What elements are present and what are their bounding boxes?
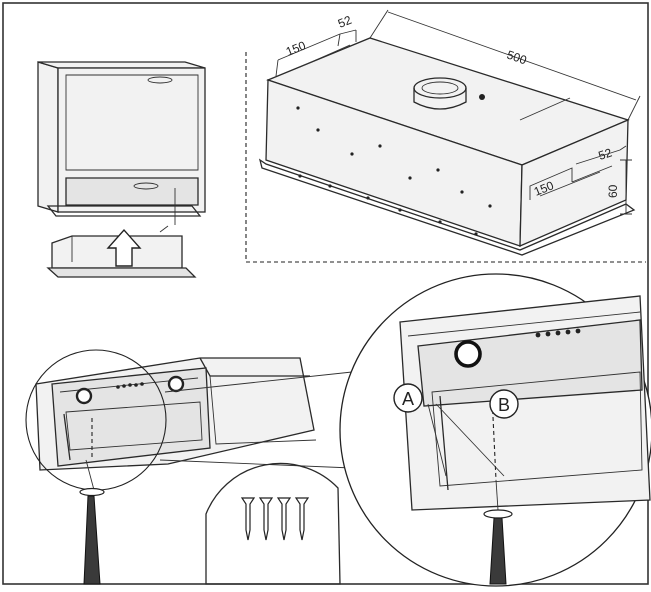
panel-dimensions: 500 150 52 52 150 60 <box>258 9 641 256</box>
dim-offset-right-label: 52 <box>597 145 614 163</box>
panel-cabinet-insertion <box>37 61 206 278</box>
detail-large-content <box>399 295 651 511</box>
dim-offset-left-label: 52 <box>336 13 354 31</box>
screwdriver-icon-right <box>483 479 513 585</box>
panel-underside-mounting: A B <box>25 273 651 587</box>
svg-text:A: A <box>402 389 414 409</box>
screws-detail <box>205 462 341 585</box>
callout-b: B <box>489 389 519 419</box>
screwdriver-icon-left <box>79 459 105 585</box>
dim-height-label: 60 <box>606 184 620 198</box>
up-arrow-icon <box>106 228 142 267</box>
dim-length-label: 500 <box>505 48 529 68</box>
wall-cabinet <box>37 61 206 225</box>
svg-text:B: B <box>498 395 510 415</box>
mounting-holes <box>296 106 492 236</box>
callout-a: A <box>393 383 423 413</box>
screw-icon <box>240 497 310 541</box>
panel-divider <box>245 52 646 263</box>
